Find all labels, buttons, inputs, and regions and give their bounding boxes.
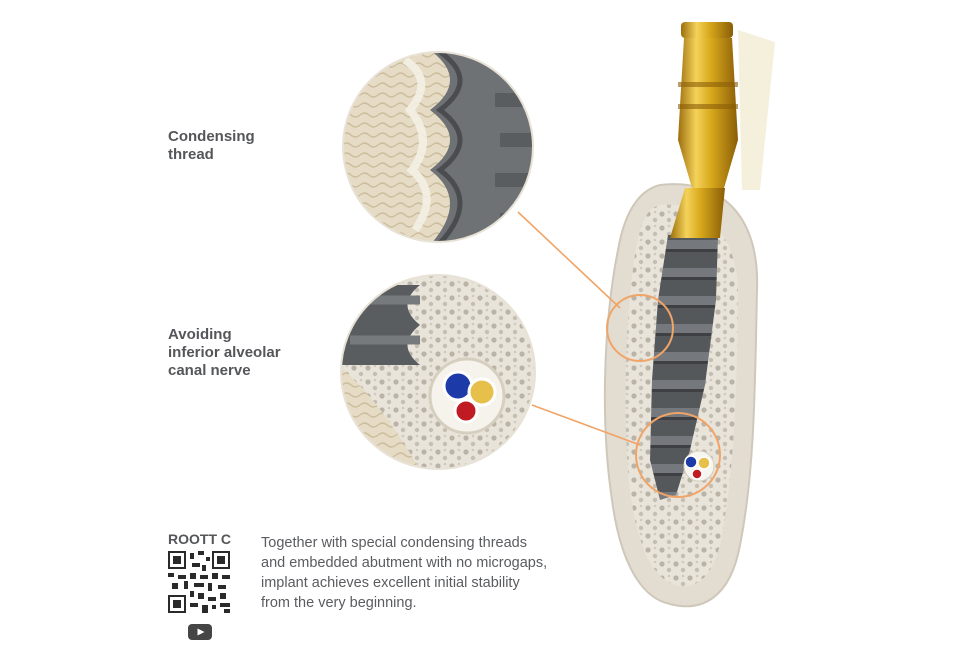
abutment-shadow bbox=[738, 30, 775, 190]
zoom-condensing-thread bbox=[343, 52, 533, 242]
gold-abutment bbox=[670, 22, 738, 238]
product-description: Together with special condensing threads… bbox=[261, 535, 548, 611]
nerve-red bbox=[453, 398, 479, 424]
avoiding-nerve-label: Avoiding inferior alveolar canal nerve bbox=[168, 326, 281, 379]
nerve-yellow bbox=[467, 377, 497, 407]
nerve-blue-mini bbox=[684, 455, 698, 469]
zoom-nerve-canal bbox=[341, 275, 535, 469]
youtube-icon[interactable] bbox=[188, 624, 212, 640]
callout-ring-nerve bbox=[635, 412, 721, 498]
nerve-blue bbox=[442, 370, 474, 402]
nerve-yellow-mini bbox=[697, 456, 711, 470]
callout-line-thread bbox=[517, 211, 621, 309]
callout-ring-thread bbox=[606, 294, 674, 362]
product-name: ROOTT C bbox=[168, 531, 231, 547]
callout-line-nerve bbox=[531, 404, 641, 446]
condensing-thread-label: Condensing thread bbox=[168, 128, 255, 163]
nerve-red-mini bbox=[691, 468, 703, 480]
qr-code-icon[interactable] bbox=[168, 551, 230, 613]
implant-body bbox=[650, 235, 718, 500]
